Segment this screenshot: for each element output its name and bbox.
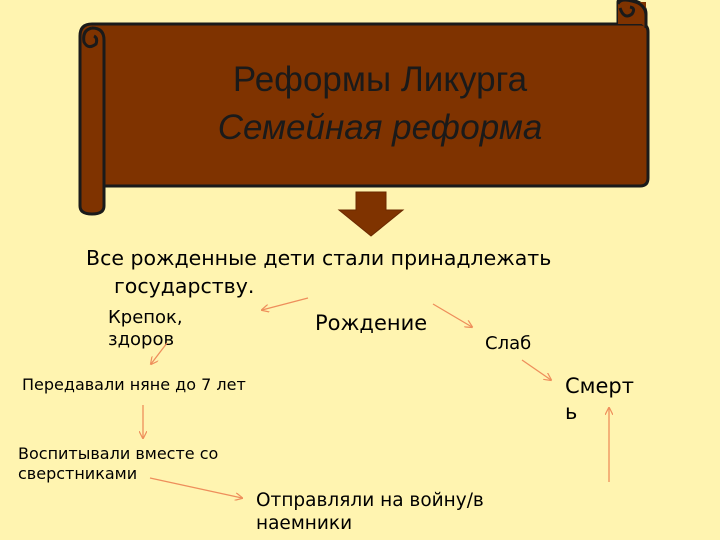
- main-statement-line-1: Все рожденные дети стали принадлежать: [86, 246, 552, 270]
- node-death: Смерть: [565, 374, 634, 424]
- node-weak: Слаб: [485, 333, 532, 354]
- node-raised: Воспитывали вместе со сверстниками: [18, 444, 219, 483]
- down-arrow-icon: [337, 191, 405, 237]
- scroll-left-curl: [82, 26, 106, 186]
- main-statement-line-2: государству.: [114, 274, 255, 298]
- title-line-2: Семейная реформа: [217, 108, 543, 147]
- title-line-1: Реформы Ликурга: [232, 60, 528, 99]
- scroll-banner: [78, 22, 650, 216]
- node-birth: Рождение: [315, 311, 428, 335]
- node-nanny: Передавали няне до 7 лет: [22, 375, 246, 394]
- main-statement: Все рожденные дети стали принадлежать го…: [86, 244, 666, 300]
- node-war: Отправляли на войну/в наемники: [256, 490, 484, 534]
- node-strong: Крепок, здоров: [108, 307, 183, 350]
